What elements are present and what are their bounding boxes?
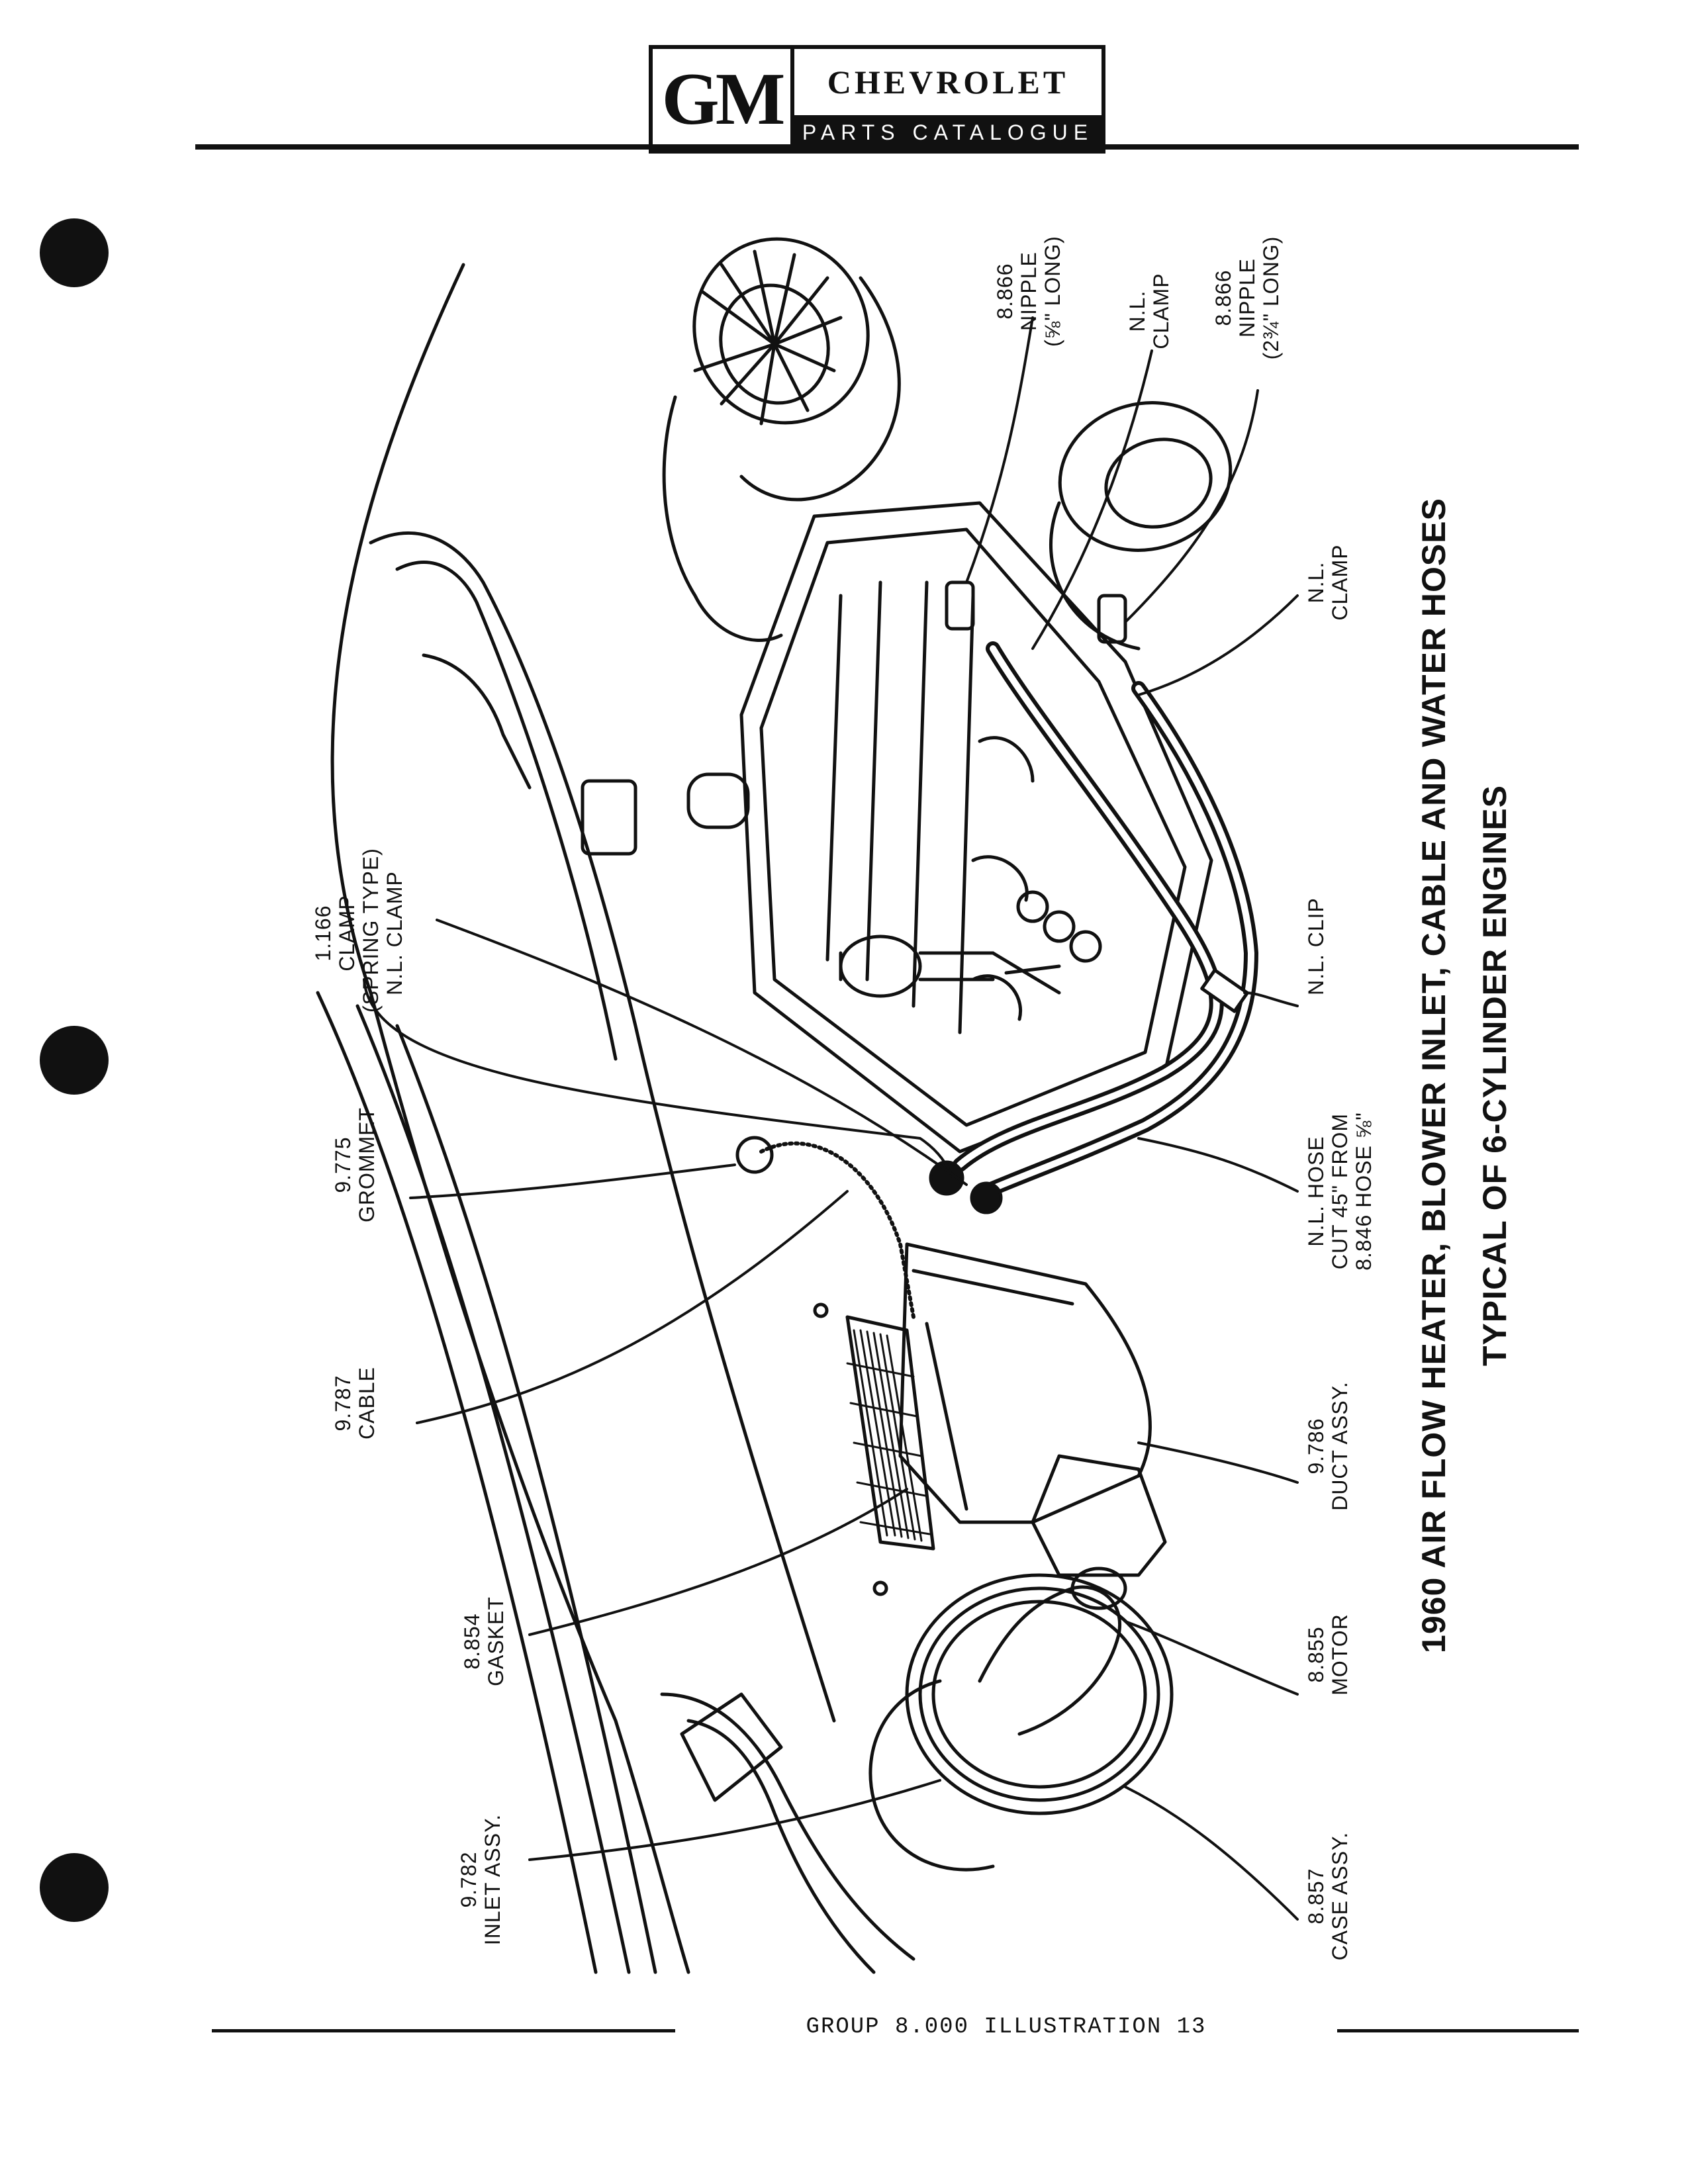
footer-rule-right [1337,2029,1579,2032]
label-nl-clamp-right: N.L.CLAMP [1304,544,1352,621]
footer-caption: GROUP 8.000 ILLUSTRATION 13 [806,2015,1207,2040]
binder-hole-top [40,218,109,287]
gm-chevrolet-logo: GM CHEVROLET PARTS CATALOGUE [649,45,1105,154]
title-line-1: 1960 AIR FLOW HEATER, BLOWER INLET, CABL… [1415,498,1452,1653]
label-nl-clip: N.L. CLIP [1304,897,1328,995]
binder-hole-middle [40,1026,109,1095]
catalogue-subtitle: PARTS CATALOGUE [794,115,1102,150]
binder-hole-bottom [40,1853,109,1922]
page-footer: GROUP 8.000 ILLUSTRATION 13 [212,2011,1579,2050]
gm-logo-letters: GM [653,49,794,150]
title-line-2: TYPICAL OF 6-CYLINDER ENGINES [1476,784,1513,1367]
brand-name: CHEVROLET [827,64,1069,101]
footer-rule-left [212,2029,675,2032]
illustration-title: 1960 AIR FLOW HEATER, BLOWER INLET, CABL… [1403,364,1525,1787]
header-rule [195,144,1579,150]
label-nl-clamp-top: N.L.CLAMP [1125,273,1173,349]
